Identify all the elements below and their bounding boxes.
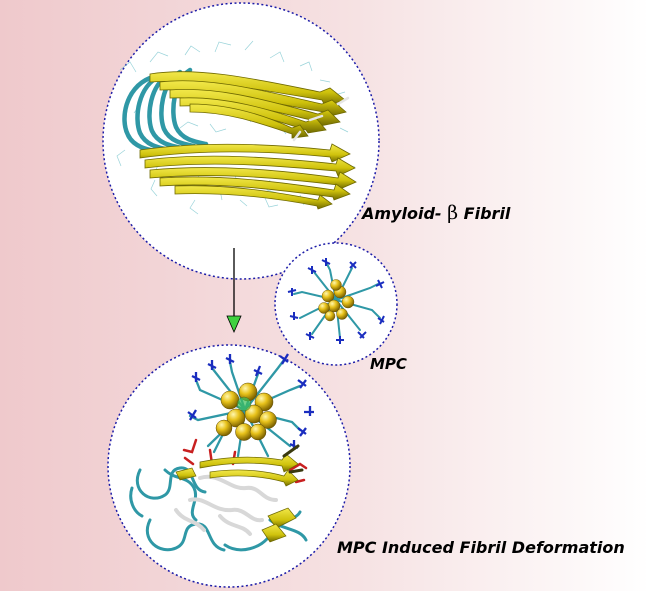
fibril-label-prefix: Amyloid- bbox=[362, 204, 442, 223]
deformation-label: MPC Induced Fibril Deformation bbox=[337, 538, 625, 557]
deformation-white-coils bbox=[174, 474, 278, 536]
mpc-ligand-ends bbox=[287, 258, 385, 344]
fibril-upper-sheet bbox=[149, 71, 347, 139]
arrow-head bbox=[226, 315, 242, 333]
mpc-panel bbox=[274, 242, 398, 366]
deformation-gold-core bbox=[215, 382, 277, 441]
deformation-circle bbox=[107, 344, 351, 588]
deformation-ligand-ends bbox=[187, 353, 314, 450]
deformation-panel bbox=[107, 344, 351, 588]
mpc-gold-core bbox=[318, 279, 355, 322]
fibril-lower-sheet bbox=[139, 143, 357, 210]
fibril-label: Amyloid- β Fibril bbox=[362, 202, 510, 224]
deformation-dark-strands bbox=[282, 444, 304, 474]
fibril-panel bbox=[102, 2, 380, 280]
transition-arrow bbox=[226, 248, 242, 333]
mpc-label: MPC bbox=[370, 355, 407, 373]
fibril-label-suffix: Fibril bbox=[458, 204, 511, 223]
fibril-strand-ends bbox=[292, 96, 350, 142]
beta-symbol: β bbox=[447, 202, 459, 224]
deformation-sheets bbox=[175, 453, 299, 543]
